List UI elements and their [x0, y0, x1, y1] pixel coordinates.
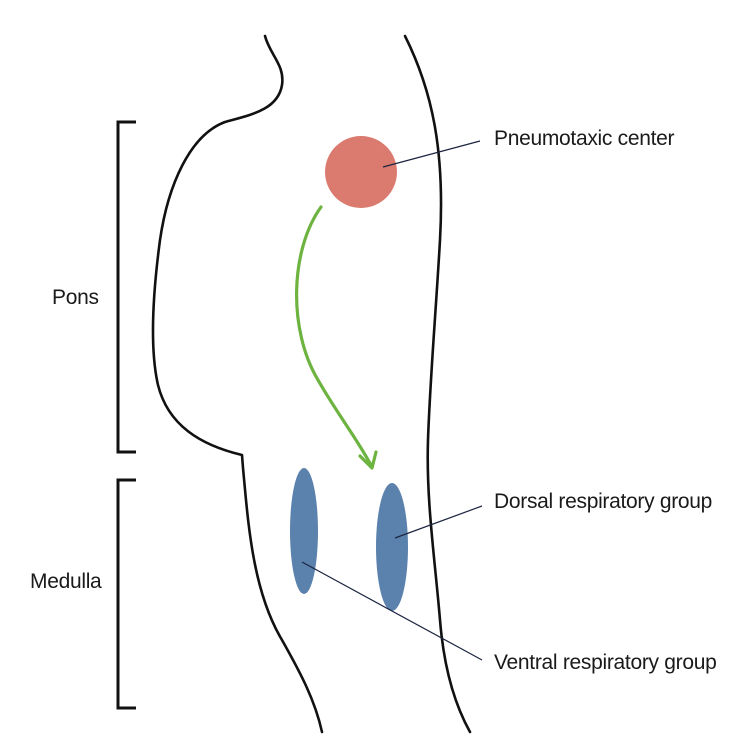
dorsal-respiratory-group-leader	[394, 505, 483, 539]
ventral-respiratory-group-leader	[301, 561, 483, 661]
inhibition-arrow-head	[358, 450, 378, 470]
ventral-respiratory-group-label: Ventral respiratory group	[494, 651, 716, 674]
pons-bracket	[116, 120, 136, 454]
brainstem-right-outline	[403, 34, 472, 734]
ventral-respiratory-group-shape	[290, 468, 318, 594]
dorsal-respiratory-group-shape	[376, 483, 408, 611]
brainstem-left-outline	[151, 34, 324, 734]
pons-label: Pons	[52, 286, 99, 309]
medulla-bracket	[116, 478, 136, 710]
pneumotaxic-center-shape	[325, 136, 397, 208]
medulla-label: Medulla	[30, 570, 102, 593]
inhibition-arrow	[295, 205, 374, 469]
pneumotaxic-center-label: Pneumotaxic center	[494, 127, 675, 150]
dorsal-respiratory-group-label: Dorsal respiratory group	[494, 490, 712, 513]
pneumotaxic-center-leader	[382, 140, 481, 168]
